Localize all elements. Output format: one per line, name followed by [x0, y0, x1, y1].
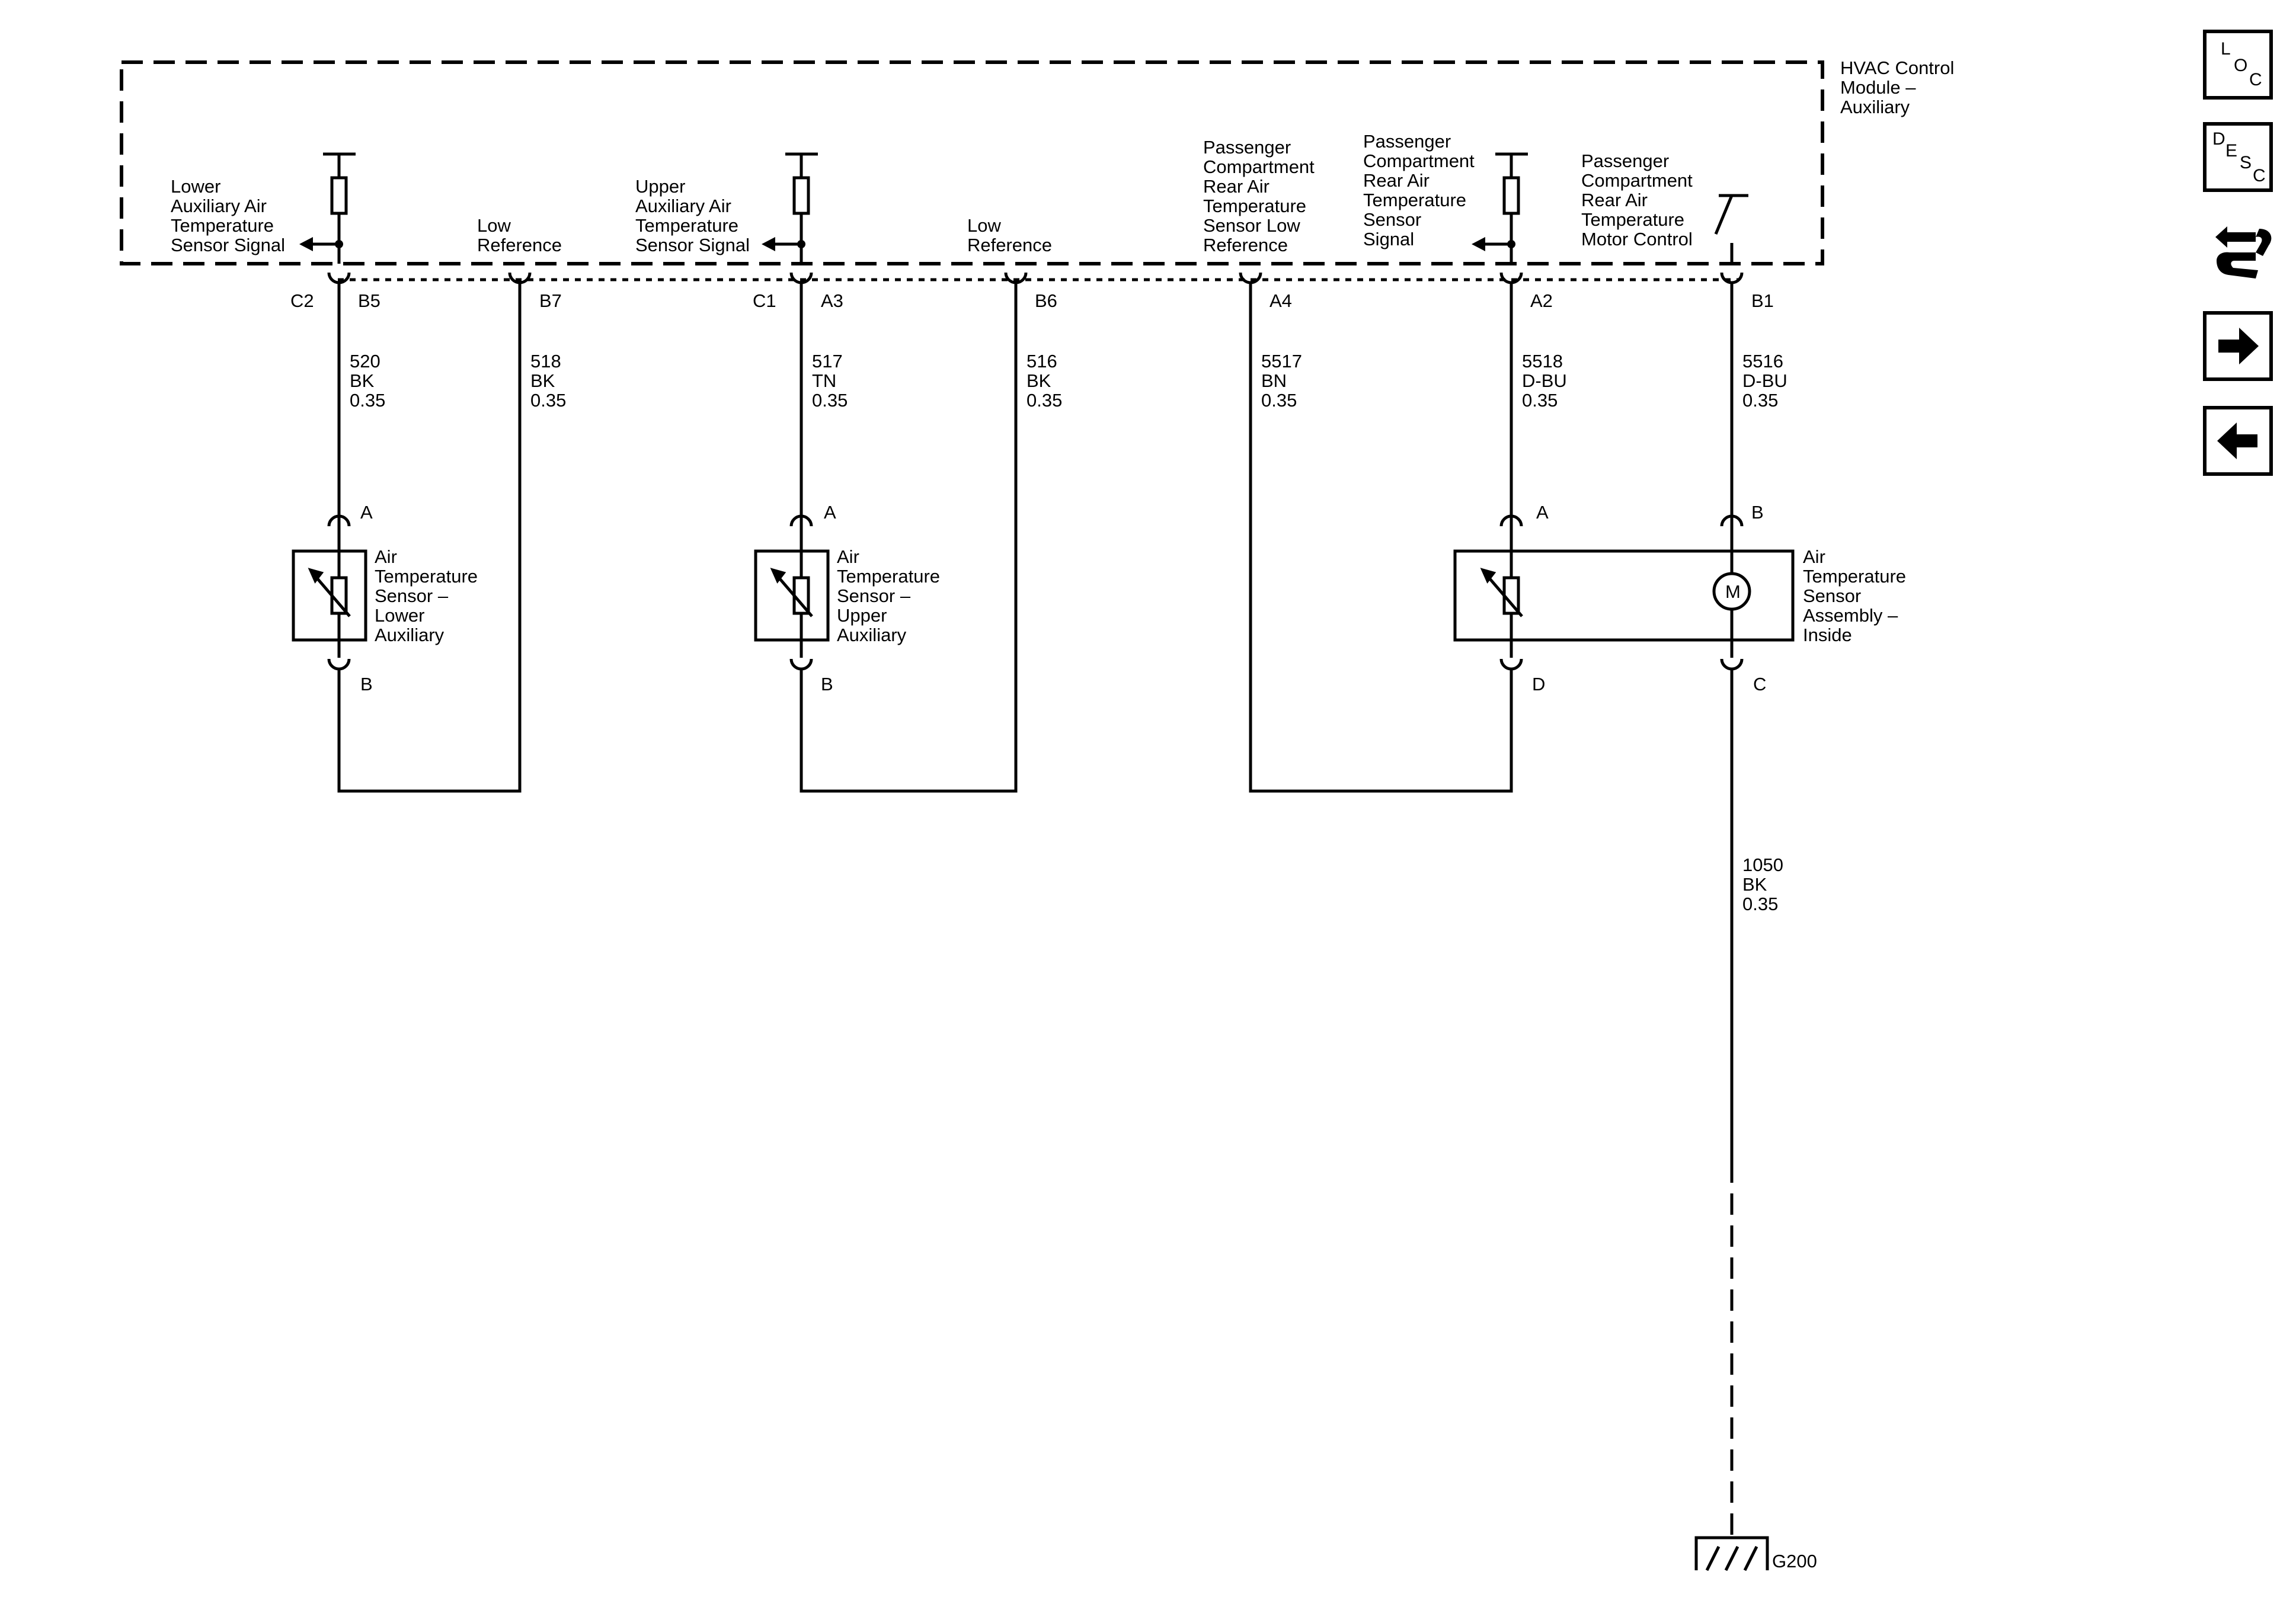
wire-516 — [800, 283, 1018, 793]
desc-letter-c: C — [2253, 166, 2266, 185]
connector-c1: C1 — [753, 290, 776, 311]
wire-label-520: 520 BK 0.35 — [350, 351, 385, 411]
wire-label-518: 518 BK 0.35 — [530, 351, 566, 411]
pin-label-a3: A3 — [821, 290, 843, 311]
module-title: HVAC Control Module – Auxiliary — [1840, 57, 1959, 117]
loc-letter-l: L — [2221, 39, 2231, 59]
label-pass-motor: Passenger Compartment Rear Air Temperatu… — [1581, 151, 1697, 249]
desc-letter-e: E — [2225, 141, 2238, 161]
sensor-upper-pin-a: A — [824, 502, 836, 523]
desc-letter-s: S — [2240, 153, 2252, 172]
signal-tap-b5 — [299, 237, 343, 251]
label-low-reference-2: Low Reference — [967, 215, 1052, 255]
label-upper-signal: Upper Auxiliary Air Temperature Sensor S… — [635, 176, 750, 255]
sensor-lower-auxiliary — [292, 514, 367, 676]
location-button[interactable]: L O C — [2203, 30, 2273, 100]
wire-label-5517: 5517 BN 0.35 — [1261, 351, 1307, 411]
label-pass-low-reference: Passenger Compartment Rear Air Temperatu… — [1203, 137, 1319, 255]
connector-c2: C2 — [290, 290, 314, 311]
wire-label-5516: 5516 D-BU 0.35 — [1742, 351, 1792, 411]
sensor-upper-pin-b: B — [821, 674, 833, 694]
pin-label-b1: B1 — [1751, 290, 1774, 311]
motor-symbol-label: M — [1725, 581, 1741, 602]
sensor-inside-pin-c: C — [1753, 674, 1766, 694]
loc-letter-o: O — [2234, 56, 2248, 75]
sensor-assembly-inside — [1453, 514, 1795, 676]
pullup-a2 — [1495, 152, 1528, 264]
pin-label-a4: A4 — [1269, 290, 1292, 311]
ground-symbol — [1694, 1536, 1769, 1571]
sensor-inside-label: Air Temperature Sensor Assembly – Inside — [1803, 546, 1911, 645]
sensor-upper-auxiliary — [754, 514, 830, 676]
previous-page-button[interactable] — [2203, 406, 2273, 476]
sensor-lower-label: Air Temperature Sensor – Lower Auxiliary — [375, 546, 483, 645]
sensor-inside-pin-d: D — [1532, 674, 1545, 694]
ground-label: G200 — [1772, 1551, 1817, 1571]
desc-letter-d: D — [2212, 129, 2225, 149]
sensor-lower-pin-a: A — [360, 502, 373, 523]
label-lower-signal: Lower Auxiliary Air Temperature Sensor S… — [171, 176, 285, 255]
wire-label-517: 517 TN 0.35 — [812, 351, 848, 411]
switch-b1 — [1714, 194, 1748, 264]
label-low-reference-1: Low Reference — [477, 215, 562, 255]
wire-518 — [337, 283, 522, 793]
pin-label-b7: B7 — [539, 290, 562, 311]
description-button[interactable]: D E S C — [2203, 122, 2273, 192]
signal-tap-a3 — [762, 237, 805, 251]
module-boundary — [120, 60, 1824, 265]
pin-cup-b1 — [1720, 272, 1744, 284]
label-pass-signal: Passenger Compartment Rear Air Temperatu… — [1363, 131, 1479, 249]
sensor-upper-label: Air Temperature Sensor – Upper Auxiliary — [837, 546, 945, 645]
sensor-inside-pin-b: B — [1751, 502, 1764, 523]
pin-label-b5: B5 — [358, 290, 380, 311]
connector-swap-icon[interactable] — [2199, 213, 2276, 284]
wire-5517 — [1249, 283, 1513, 793]
pin-label-b6: B6 — [1035, 290, 1057, 311]
loc-letter-c: C — [2249, 70, 2262, 89]
sensor-lower-pin-b: B — [360, 674, 373, 694]
wire-label-516: 516 BK 0.35 — [1027, 351, 1062, 411]
wire-label-1050: 1050 BK 0.35 — [1742, 854, 1789, 914]
arrow-left-icon — [2217, 422, 2257, 459]
pullup-a3 — [785, 152, 818, 264]
pin-label-a2: A2 — [1530, 290, 1553, 311]
next-page-button[interactable] — [2203, 311, 2273, 381]
signal-tap-a2 — [1472, 237, 1515, 251]
sensor-inside-pin-a: A — [1536, 502, 1549, 523]
wire-label-5518: 5518 D-BU 0.35 — [1522, 351, 1572, 411]
pullup-b5 — [323, 152, 356, 264]
arrow-right-icon — [2218, 328, 2259, 364]
